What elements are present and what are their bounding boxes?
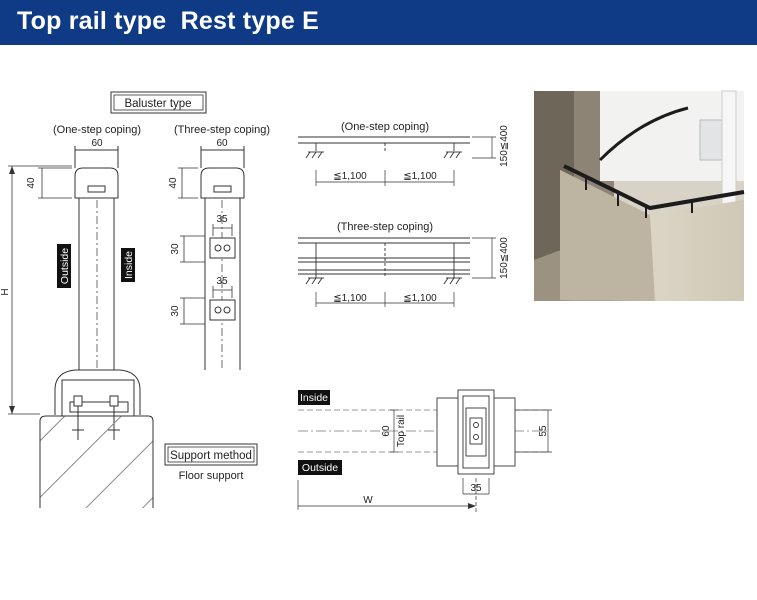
floor-support-label: Floor support <box>179 470 244 482</box>
three-step-coping-label: (Three-step coping) <box>174 124 270 136</box>
mid-rail-2-height-dim: 30 <box>170 305 181 317</box>
plan-60-dim: 60 <box>381 425 392 437</box>
elevation-three-step-span-1: ≦1,100 <box>333 293 367 304</box>
plan-w-dim: W <box>363 495 373 506</box>
elevation-one-step-span-2: ≦1,100 <box>403 171 437 182</box>
elevation-one-step-span-1: ≦1,100 <box>333 171 367 182</box>
one-step-width-dim: 60 <box>91 138 103 149</box>
header-bar: Top rail type Rest type E <box>0 0 757 45</box>
height-dim: H <box>0 288 11 295</box>
outside-tag <box>57 244 71 288</box>
mid-rail-1-width-dim: 35 <box>216 214 228 225</box>
plan-inside-label: Inside <box>300 392 328 404</box>
one-step-cap-dim: 40 <box>26 177 37 189</box>
one-step-coping-label: (One-step coping) <box>53 124 141 136</box>
mid-rail-1-height-dim: 30 <box>170 243 181 255</box>
plan-inside-tag <box>298 390 330 405</box>
plan-top-rail-label: Top rail <box>396 415 407 447</box>
plan-outside-label: Outside <box>302 462 338 474</box>
baluster-type-label: Baluster type <box>124 98 191 110</box>
plan-outside-tag <box>298 460 342 475</box>
elevation-three-step <box>298 237 496 307</box>
elevation-one-step-label: (One-step coping) <box>341 121 429 133</box>
plan-35-dim: 35 <box>470 483 482 494</box>
page-title: Top rail type Rest type E <box>17 7 320 35</box>
balcony-photo-icon <box>534 90 745 301</box>
elevation-three-step-label: (Three-step coping) <box>337 221 433 233</box>
elevation-one-step-height: 150≦400 <box>499 125 510 167</box>
baluster-type-box: Baluster type <box>110 91 207 114</box>
three-step-cap-dim: 40 <box>168 177 179 189</box>
mid-rail-2-width-dim: 35 <box>216 276 228 287</box>
one-step-baluster <box>8 146 154 508</box>
three-step-width-dim: 60 <box>216 138 228 149</box>
inside-tag <box>121 248 135 282</box>
plan-55-dim: 55 <box>538 425 549 437</box>
inside-label: Inside <box>123 251 135 279</box>
support-method-box: Support method <box>164 443 258 466</box>
plan-view <box>297 389 552 512</box>
elevation-three-step-span-2: ≦1,100 <box>403 293 437 304</box>
elevation-one-step <box>298 136 496 186</box>
outside-label: Outside <box>59 248 71 284</box>
support-method-label: Support method <box>170 450 252 462</box>
elevation-three-step-height: 150≦400 <box>499 237 510 279</box>
three-step-baluster <box>178 146 245 370</box>
